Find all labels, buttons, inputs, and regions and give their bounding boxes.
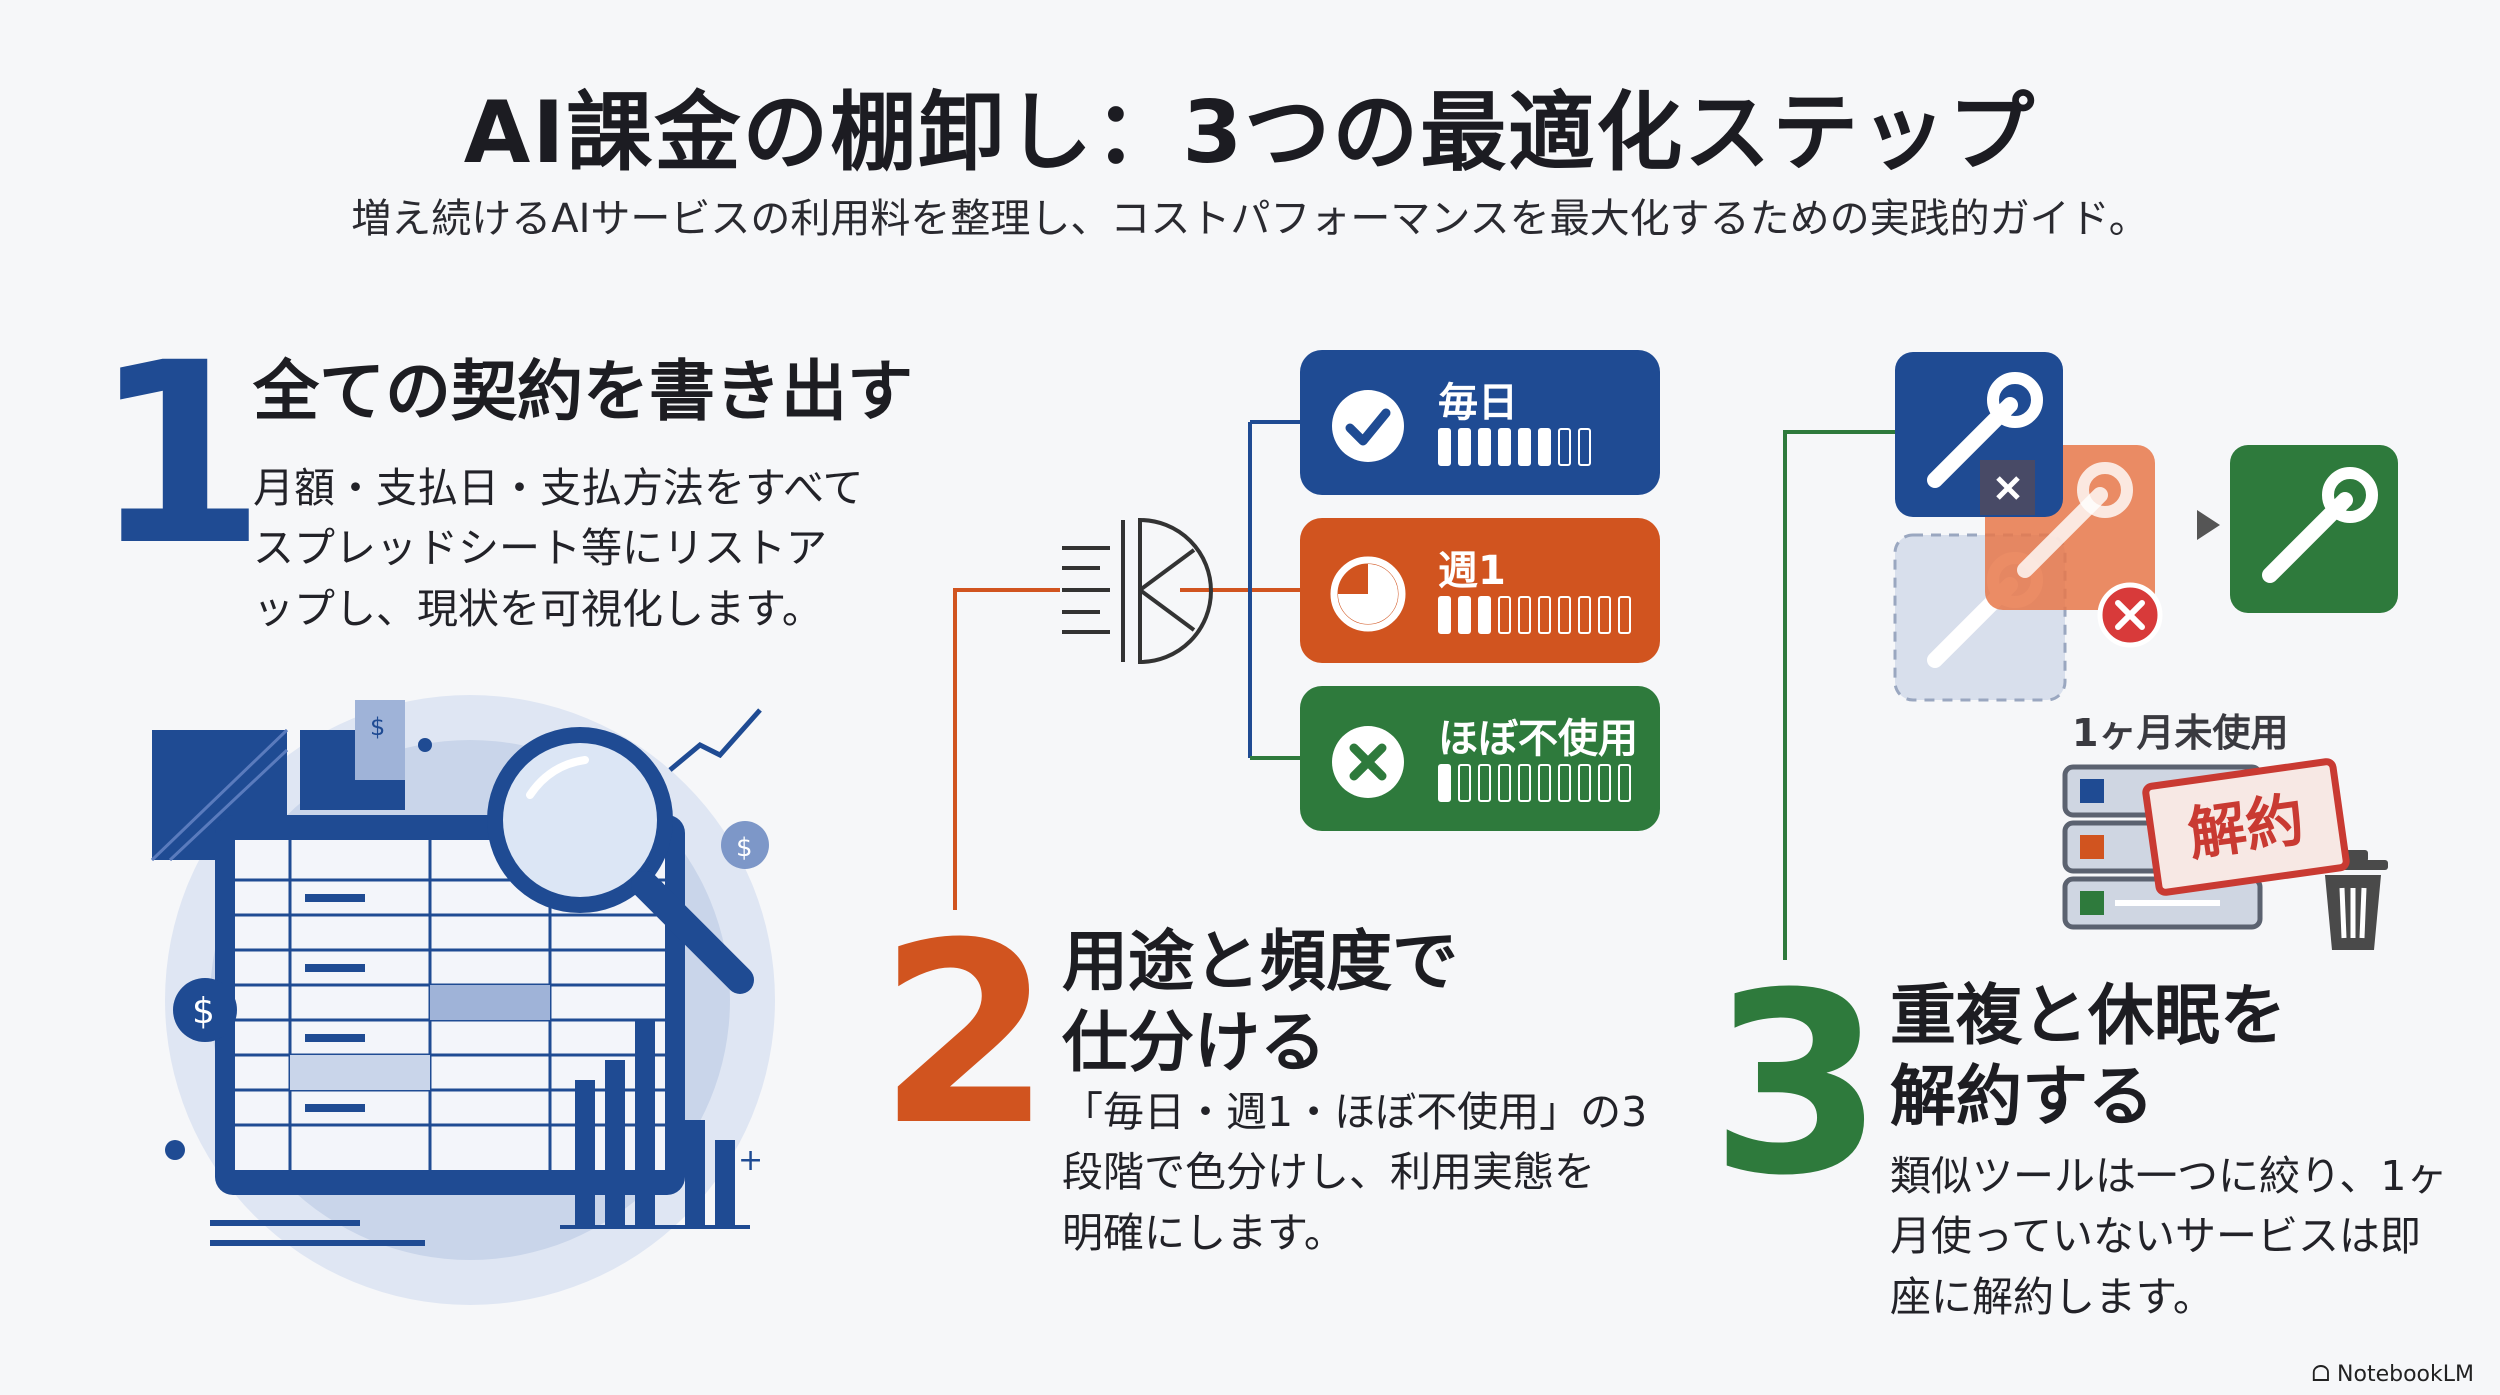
svg-text:$: $ xyxy=(736,833,753,863)
footer-label: NotebookLM xyxy=(2337,1362,2474,1387)
usage-bars xyxy=(1438,428,1591,466)
svg-text:$: $ xyxy=(370,713,385,741)
usage-bar-segment xyxy=(1498,764,1511,802)
usage-bar-segment xyxy=(1558,764,1571,802)
usage-bar-segment xyxy=(1578,428,1591,466)
step-1-body: 月額・支払日・支払方法をすべて スプレッドシート等にリストア ップし、現状を可視… xyxy=(253,458,864,639)
usage-bar-segment xyxy=(1578,596,1591,634)
usage-bar-segment xyxy=(1438,764,1451,802)
step-1-body-line: ップし、現状を可視化します。 xyxy=(253,584,823,633)
usage-bar-segment xyxy=(1498,596,1511,634)
step-1-body-line: 月額・支払日・支払方法をすべて xyxy=(253,464,864,512)
usage-bar-segment xyxy=(1538,596,1551,634)
step-1-number: 1 xyxy=(92,309,266,600)
step-2-heading-line: 仕分ける xyxy=(1062,1003,1326,1081)
usage-bar-segment xyxy=(1438,428,1451,466)
page-subtitle: 増え続けるAIサービスの利用料を整理し、コストパフォーマンスを最大化するための実… xyxy=(351,196,2149,242)
step-3-body: 類似ツールは一つに絞り、1ヶ 月使っていないサービスは即 座に解約します。 xyxy=(1890,1146,2447,1327)
usage-bar-segment xyxy=(1538,428,1551,466)
step-3-body-line: 月使っていないサービスは即 xyxy=(1890,1212,2421,1261)
step-1-heading: 全ての契約を書き出す xyxy=(253,353,913,430)
step-2-heading-line: 用途と頻度で xyxy=(1062,923,1458,1000)
usage-bar-segment xyxy=(1458,764,1471,802)
step-2-connector xyxy=(953,420,1300,910)
svg-text:+: + xyxy=(738,1143,763,1178)
tool-consolidation-illustration xyxy=(1783,352,2398,960)
step-2-body-line: 段階で色分けし、利用実態を xyxy=(1062,1148,1595,1197)
step-3-heading: 重複と休眠を 解約する xyxy=(1890,976,2286,1137)
svg-text:$: $ xyxy=(192,991,215,1032)
usage-bar-segment xyxy=(1478,428,1491,466)
frequency-label: 毎日 xyxy=(1438,380,1518,426)
page-title: AI課金の棚卸し：3つの最適化ステップ xyxy=(463,83,2037,183)
usage-bars xyxy=(1438,596,1631,634)
unused-label: 1ヶ月未使用 xyxy=(2072,711,2289,755)
usage-bar-segment xyxy=(1578,764,1591,802)
x-icon xyxy=(1332,726,1404,798)
notebooklm-footer: ᗝ NotebookLM xyxy=(2312,1362,2474,1387)
usage-bar-segment xyxy=(1498,428,1511,466)
pie-icon xyxy=(1330,556,1406,632)
frequency-label: 週1 xyxy=(1438,548,1506,594)
usage-bar-segment xyxy=(1618,596,1631,634)
usage-bar-segment xyxy=(1478,596,1491,634)
step-3-body-line: 類似ツールは一つに絞り、1ヶ xyxy=(1890,1152,2448,1200)
usage-bar-segment xyxy=(1538,764,1551,802)
frequency-label: ほぼ不使用 xyxy=(1438,716,1638,762)
notebooklm-logo-icon: ᗝ xyxy=(2311,1362,2331,1387)
usage-bar-segment xyxy=(1458,428,1471,466)
step-2-heading: 用途と頻度で 仕分ける xyxy=(1062,922,1458,1083)
usage-bar-segment xyxy=(1478,764,1491,802)
frequency-badge-weekly: 週1 xyxy=(1300,518,1660,663)
step-2-body-line: 「毎日・週1・ほぼ不使用」の3 xyxy=(1062,1088,1648,1136)
usage-bar-segment xyxy=(1558,428,1571,466)
usage-bar-segment xyxy=(1518,764,1531,802)
check-icon xyxy=(1332,390,1404,462)
usage-bar-segment xyxy=(1438,596,1451,634)
step-2-number: 2 xyxy=(878,889,1052,1180)
usage-bar-segment xyxy=(1518,428,1531,466)
usage-bar-segment xyxy=(1598,764,1611,802)
usage-bars xyxy=(1438,764,1631,802)
step-2-body-line: 明確にします。 xyxy=(1062,1208,1345,1257)
usage-bar-segment xyxy=(1518,596,1531,634)
step-1-body-line: スプレッドシート等にリストア xyxy=(253,524,827,573)
usage-bar-segment xyxy=(1458,596,1471,634)
step-3-heading-line: 重複と休眠を xyxy=(1890,977,2286,1054)
step-3-body-line: 座に解約します。 xyxy=(1890,1272,2214,1321)
frequency-badge-daily: 毎日 xyxy=(1300,350,1660,495)
spreadsheet-illustration: $ $ $ + xyxy=(150,695,775,1305)
frequency-badge-rarely: ほぼ不使用 xyxy=(1300,686,1660,831)
step-2-body: 「毎日・週1・ほぼ不使用」の3 段階で色分けし、利用実態を 明確にします。 xyxy=(1062,1082,1647,1263)
step-3-heading-line: 解約する xyxy=(1890,1057,2154,1135)
usage-bar-segment xyxy=(1598,596,1611,634)
usage-bar-segment xyxy=(1618,764,1631,802)
step-3-number: 3 xyxy=(1710,939,1884,1230)
usage-bar-segment xyxy=(1558,596,1571,634)
